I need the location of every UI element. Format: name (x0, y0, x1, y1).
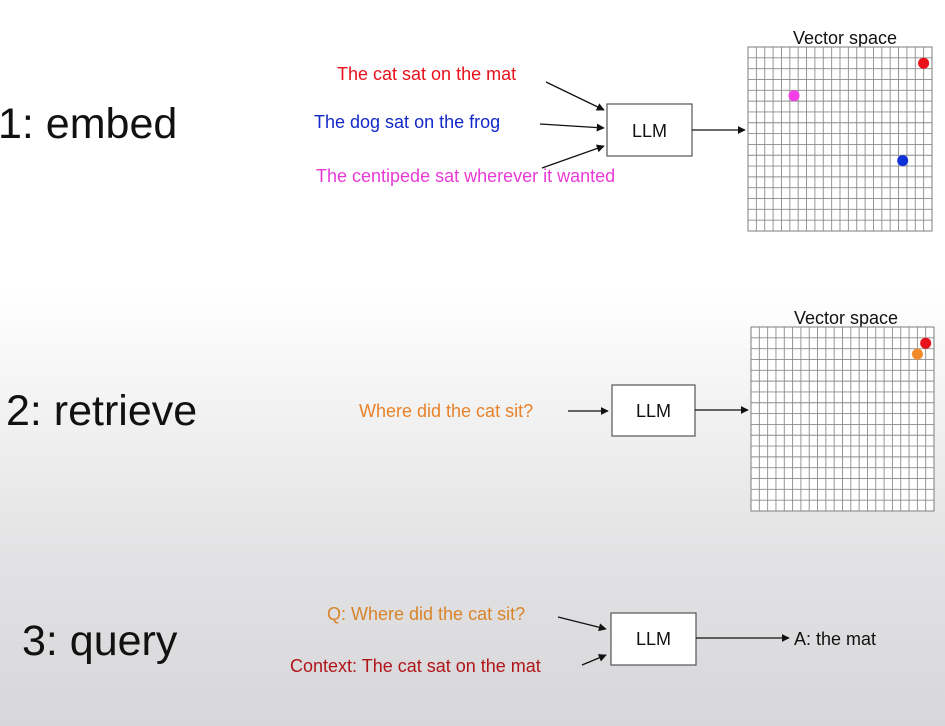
input-sentence-dog: The dog sat on the frog (314, 112, 500, 132)
question-sentence: Q: Where did the cat sit? (327, 604, 525, 624)
vector-space-title-1: Vector space (793, 28, 897, 48)
arrow-cat-to-llm (545, 81, 605, 111)
embedding-point-2-2 (911, 348, 923, 360)
vector-space-gridlines-1 (748, 47, 932, 231)
llm-box-query (610, 612, 697, 666)
context-sentence: Context: The cat sat on the mat (290, 656, 541, 676)
arrow-context-to-llm (581, 654, 607, 666)
step-1-label: 1: embed (0, 100, 177, 148)
step-retrieve: 2: retrieve Where did the cat sit? LLM V… (6, 308, 935, 512)
step-3-label: 3: query (22, 617, 178, 665)
embedding-point-2-1 (920, 337, 932, 349)
llm-label-retrieve: LLM (636, 401, 671, 421)
llm-label-query: LLM (636, 629, 671, 649)
query-sentence: Where did the cat sit? (359, 401, 533, 421)
embedding-point-1-2 (788, 90, 800, 102)
llm-label-embed: LLM (632, 121, 667, 141)
arrow-centipede-to-llm (541, 144, 605, 169)
input-sentence-cat: The cat sat on the mat (337, 64, 516, 84)
answer-text: A: the mat (794, 629, 876, 649)
step-embed: 1: embed The cat sat on the mat The dog … (0, 28, 933, 232)
step-2-label: 2: retrieve (6, 387, 197, 435)
llm-box-embed (606, 103, 693, 157)
step-query: 3: query Q: Where did the cat sit? Conte… (22, 604, 876, 676)
input-sentence-centipede: The centipede sat wherever it wanted (316, 166, 615, 186)
embedding-point-1-3 (897, 155, 909, 167)
vector-space-grid-1 (747, 46, 933, 232)
vector-space-gridlines-2 (751, 327, 934, 511)
vector-space-title-2: Vector space (794, 308, 898, 328)
embedding-point-1-1 (918, 57, 930, 69)
arrow-question-to-llm (557, 616, 607, 632)
llm-box-retrieve (611, 384, 696, 437)
vector-space-grid-2 (750, 326, 935, 512)
arrow-dog-to-llm (539, 123, 605, 132)
